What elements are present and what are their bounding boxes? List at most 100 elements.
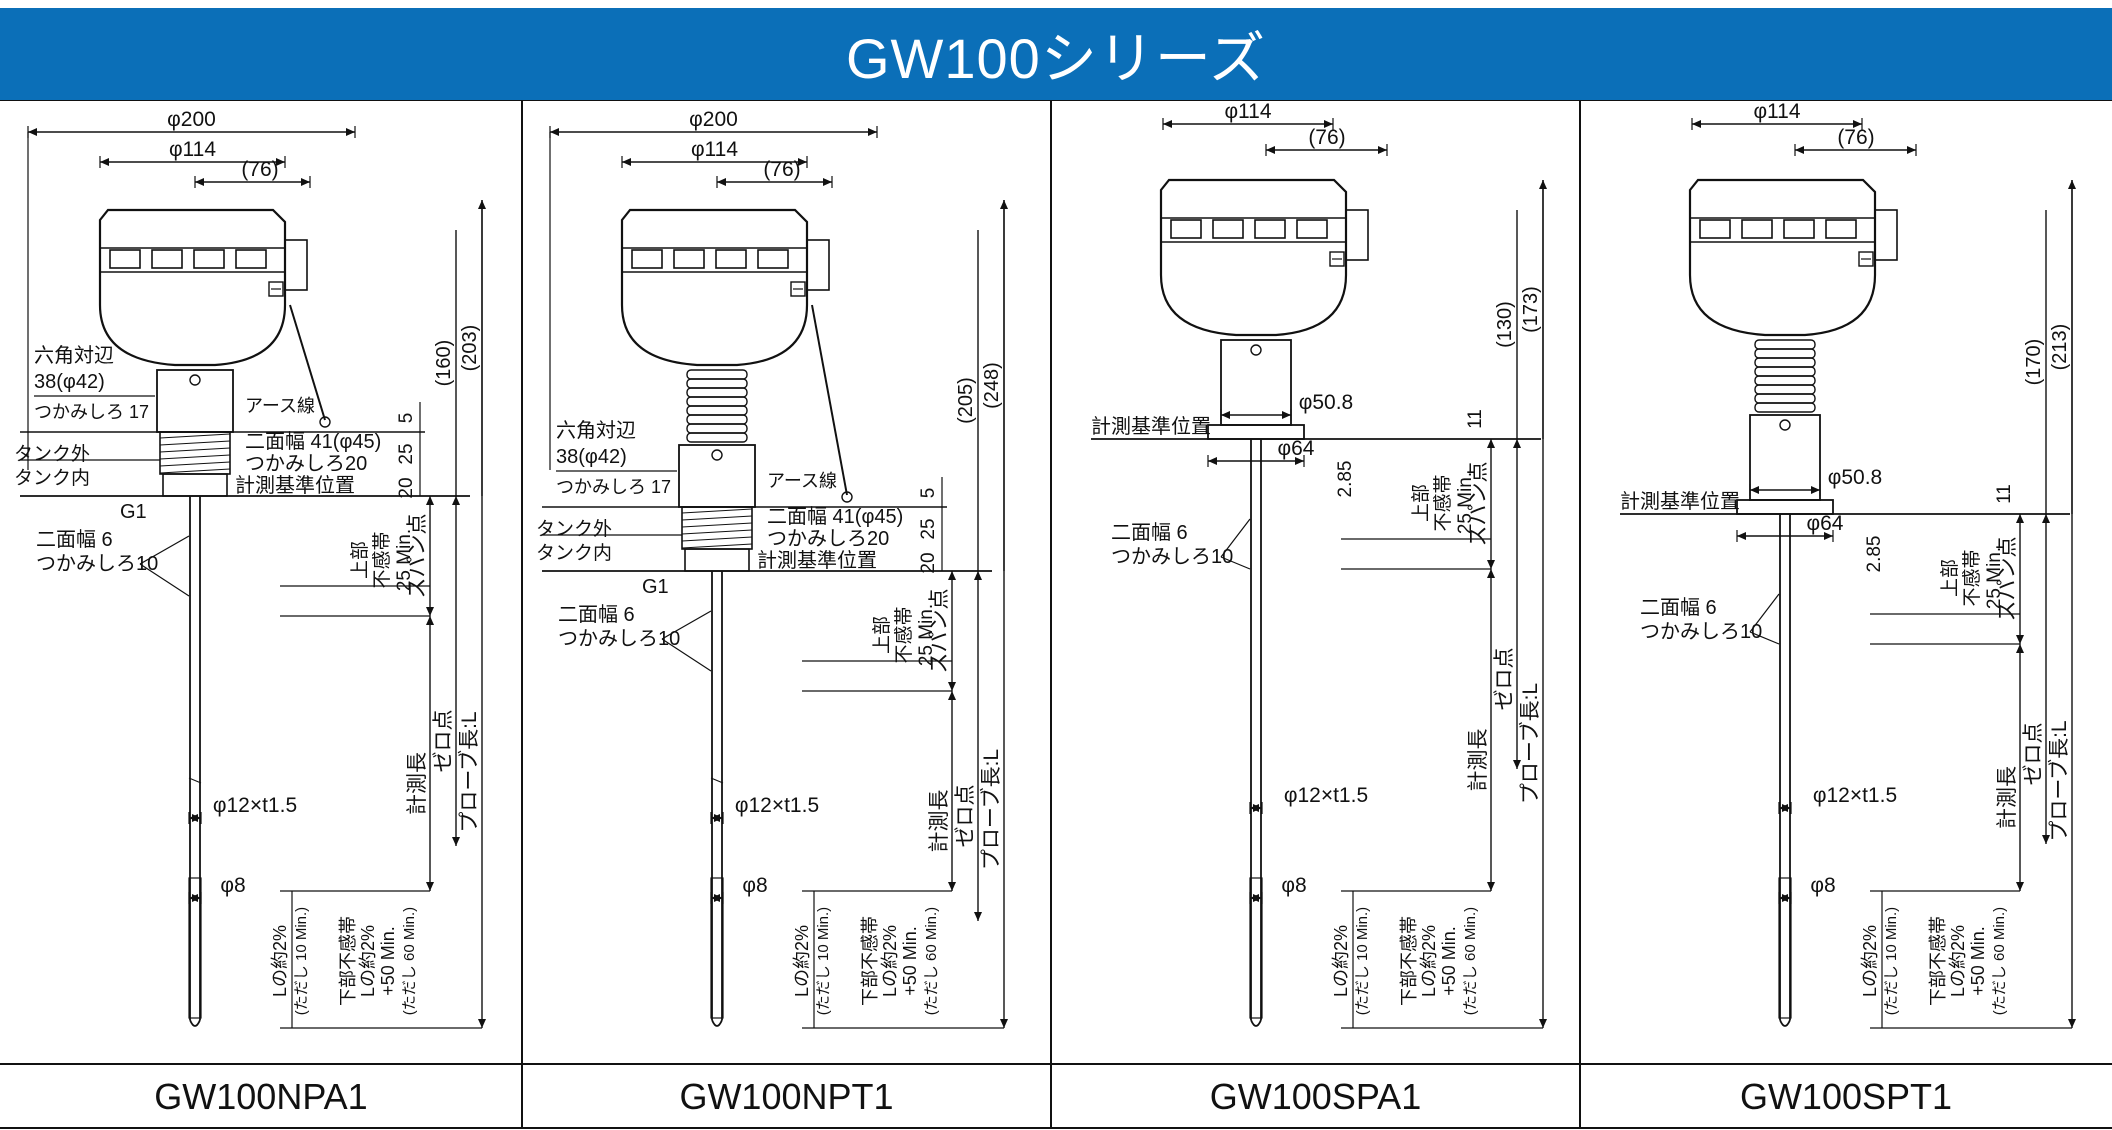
probe-inner-rod: [1249, 877, 1263, 1019]
housing-window: [1783, 219, 1815, 239]
dim-label: (ただし 10 Min.): [1354, 907, 1371, 1015]
housing-window: [193, 249, 225, 269]
dim-label: つかみしろ10: [36, 553, 158, 575]
thread-hatch: [159, 461, 231, 467]
cable-gland: [806, 239, 830, 291]
probe-inner-rod: [1778, 877, 1792, 1019]
arrow-head: [452, 837, 460, 846]
model-label: GW100NPA1: [154, 1076, 368, 1117]
dim-label: φ200: [167, 108, 216, 131]
dim-label: 下部不感帯: [1399, 916, 1419, 1006]
series-title: GW100シリーズ: [845, 26, 1267, 90]
cable-gland: [1345, 209, 1369, 261]
arrow-head: [948, 571, 956, 580]
arrow-head: [426, 607, 434, 616]
thread-hatch: [681, 536, 753, 542]
bellows-rib: [686, 405, 748, 416]
housing-body: [1688, 178, 1877, 337]
housing-window: [1699, 219, 1731, 239]
dim-label: 20: [918, 552, 939, 573]
bellows-rib: [1754, 366, 1816, 377]
dim-label: (ただし 60 Min.): [1462, 907, 1479, 1015]
dim-label: 不感帯: [371, 531, 393, 588]
dim-label: Lの約2%: [1948, 925, 1968, 997]
dim-label: G1: [642, 576, 669, 598]
dim-label: (ただし 60 Min.): [401, 907, 418, 1015]
arrow-head: [1782, 894, 1791, 902]
model-footer: GW100NPA1 GW100NPT1 GW100SPA1 GW100SPT1: [0, 1064, 2112, 1130]
cable-gland: [284, 239, 308, 291]
neck: [1220, 339, 1292, 426]
earth-terminal: [319, 416, 331, 428]
probe-inner-rod: [188, 877, 202, 1019]
bellows-rib: [1754, 339, 1816, 350]
dim-label: Lの約2%: [1419, 925, 1439, 997]
arrow-head: [1208, 457, 1217, 465]
arrow-head: [1253, 894, 1262, 902]
dim-label: (76): [763, 158, 800, 181]
housing-window: [1741, 219, 1773, 239]
dim-label: +50 Min.: [1439, 926, 1459, 996]
arrow-head: [478, 1019, 486, 1028]
probe-inner-rod: [710, 877, 724, 1019]
arrow-head: [1295, 457, 1304, 465]
dim-label: タンク内: [14, 467, 90, 489]
dim-label: スパン点: [928, 588, 951, 673]
arrow-head: [1378, 146, 1387, 154]
dim-label: φ50.8: [1299, 391, 1354, 414]
dim-label: 25 Min.: [1984, 547, 2005, 609]
dim-label: つかみしろ10: [1640, 621, 1762, 643]
dim-label: (76): [1837, 126, 1874, 149]
dim-label: ゼロ点: [432, 710, 455, 773]
arrow-head: [1163, 120, 1172, 128]
dim-label: 計測長: [928, 790, 951, 853]
terminal-mark: [1329, 251, 1345, 267]
dim-label: 上部: [871, 616, 893, 654]
arrow-head: [2068, 1019, 2076, 1028]
bellows-rib: [686, 414, 748, 425]
dim-label: φ8: [1281, 874, 1306, 897]
screw-icon: [711, 449, 723, 461]
neck: [1749, 414, 1821, 501]
housing-window: [235, 249, 267, 269]
arrow-head: [426, 882, 434, 891]
arrow-head: [1824, 532, 1833, 540]
dim-label: 25 Min.: [394, 529, 415, 591]
thread-hatch: [681, 522, 753, 528]
bellows-rib: [686, 396, 748, 407]
dim-label: φ12×t1.5: [735, 794, 819, 817]
dim-label: (173): [1520, 286, 1542, 333]
arrow-head: [192, 894, 201, 902]
arrow-head: [2016, 882, 2024, 891]
dim-label: つかみしろ20: [245, 453, 367, 475]
dim-label: (ただし 10 Min.): [1883, 907, 1900, 1015]
dim-label: 5: [918, 488, 939, 499]
leader-line: [139, 563, 190, 597]
dim-label: (76): [241, 158, 278, 181]
earth-terminal: [841, 491, 853, 503]
dim-label: ゼロ点: [954, 785, 977, 848]
terminal-mark: [1858, 251, 1874, 267]
dim-label: 下部不感帯: [338, 916, 358, 1006]
bellows-rib: [1754, 357, 1816, 368]
arrow-head: [195, 178, 204, 186]
dim-label: 六角対辺: [34, 344, 114, 367]
arrow-head: [426, 496, 434, 505]
arrow-head: [622, 158, 631, 166]
dim-label: 二面幅 6: [558, 603, 635, 626]
terminal-mark: [790, 281, 806, 297]
dim-label: 上部: [1939, 559, 1961, 597]
thread-g1: [159, 431, 231, 475]
housing-window: [1254, 219, 1286, 239]
dim-label: 計測長: [1467, 729, 1490, 792]
dim-label: プローブ長:L: [980, 749, 1003, 870]
arrow-head: [1253, 804, 1262, 812]
arrow-head: [1907, 146, 1916, 154]
dim-label: 不感帯: [1961, 549, 1983, 606]
earth-wire: [289, 304, 326, 421]
thread-hatch: [159, 468, 231, 474]
arrow-head: [1853, 120, 1862, 128]
model-label: GW100SPT1: [1739, 1076, 1953, 1117]
